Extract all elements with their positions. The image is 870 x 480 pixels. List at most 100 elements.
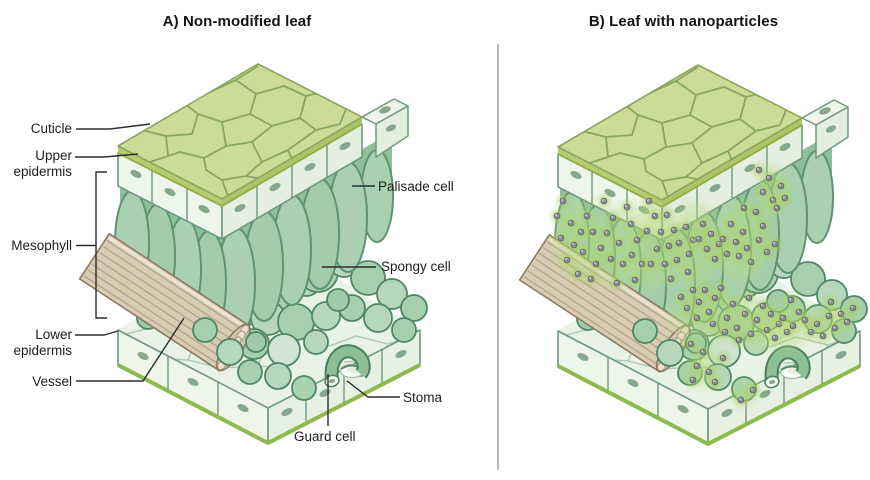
nanoparticle [696, 345, 710, 359]
nanoparticle [612, 236, 626, 250]
nanoparticle [720, 311, 734, 325]
nanoparticle [686, 283, 700, 297]
nanoparticle [730, 321, 744, 335]
nanoparticle [625, 248, 639, 262]
nanoparticle [846, 301, 860, 315]
nanoparticle [686, 373, 700, 387]
nanoparticle [556, 194, 570, 208]
nanoparticle [732, 333, 746, 347]
nanoparticle [589, 257, 603, 271]
upper-epidermis-connector [75, 153, 139, 158]
nanoparticle [798, 313, 812, 327]
nanoparticle [696, 217, 710, 231]
label-upper-epidermis: Upper epidermis [13, 148, 72, 179]
nanoparticle [550, 209, 564, 223]
nanoparticle [708, 252, 722, 266]
nanoparticle [744, 327, 758, 341]
nanoparticle [654, 225, 668, 239]
connector-lines [75, 123, 400, 426]
nanoparticle [726, 297, 740, 311]
nanoparticle [756, 299, 770, 313]
label-mesophyll: Mesophyll [11, 238, 72, 253]
nanoparticle [642, 194, 656, 208]
nanoparticle [716, 351, 730, 365]
nanoparticle [660, 208, 674, 222]
leaf-illustration-a [80, 64, 427, 443]
nanoparticle [670, 253, 684, 267]
panel-divider [497, 44, 499, 470]
nanoparticle [750, 313, 764, 327]
nanoparticle [576, 245, 590, 259]
nanoparticle [756, 219, 770, 233]
nanoparticle [738, 307, 752, 321]
nanoparticle [560, 253, 574, 267]
nanoparticle [734, 393, 748, 407]
nanoparticle [679, 220, 693, 234]
lower-epidermis-connector [75, 330, 119, 336]
nanoparticle [628, 273, 642, 287]
nanoparticle [640, 224, 654, 238]
nanoparticle [604, 252, 618, 266]
nanoparticle [804, 325, 818, 339]
nanoparticle [682, 247, 696, 261]
nanoparticle [742, 291, 756, 305]
label-spongy-cell: Spongy cell [381, 259, 451, 274]
nanoparticle [720, 247, 734, 261]
nanoparticle [586, 225, 600, 239]
nanoparticle [840, 315, 854, 329]
nanoparticle [690, 311, 704, 325]
nanoparticle [554, 231, 568, 245]
nanoparticle [658, 257, 672, 271]
nanoparticle [784, 293, 798, 307]
nanoparticle [594, 241, 608, 255]
nanoparticle [702, 305, 716, 319]
label-stoma: Stoma [403, 390, 443, 405]
nanoparticle [749, 205, 763, 219]
nanoparticle [692, 295, 706, 309]
nanoparticle [600, 226, 614, 240]
nanoparticle [810, 317, 824, 331]
nanoparticle [704, 227, 718, 241]
nanoparticle [762, 171, 776, 185]
nanoparticle [624, 217, 638, 231]
nanoparticle [718, 325, 732, 339]
nanoparticle [680, 301, 694, 315]
nanoparticle [706, 317, 720, 331]
nanoparticle [760, 245, 774, 259]
nanoparticle [674, 290, 688, 304]
nanoparticle [567, 238, 581, 252]
nanoparticle [644, 257, 658, 271]
nanoparticle [681, 265, 695, 279]
label-cuticle: Cuticle [30, 121, 72, 136]
nanoparticle [672, 236, 686, 250]
nanoparticle [597, 194, 611, 208]
nanoparticle [724, 217, 738, 231]
label-palisade-cell: Palisade cell [378, 179, 454, 194]
nanoparticle [774, 179, 788, 193]
nanoparticle [714, 281, 728, 295]
nanoparticle [716, 232, 730, 246]
nanoparticle [664, 272, 678, 286]
nanoparticle [692, 232, 706, 246]
nanoparticle [620, 200, 634, 214]
nanoparticle [822, 309, 836, 323]
nanoparticle [732, 249, 746, 263]
nanoparticle [768, 331, 782, 345]
nanoparticle [744, 255, 758, 269]
nanoparticle [708, 375, 722, 389]
nanoparticle [770, 201, 784, 215]
nanoparticle [752, 233, 766, 247]
nanoparticle [684, 337, 698, 351]
nanoparticle [736, 225, 750, 239]
cuticle-connector [76, 123, 151, 130]
label-vessel: Vessel [32, 374, 72, 389]
nanoparticle [690, 359, 704, 373]
nanoparticle [708, 291, 722, 305]
nanoparticle [700, 242, 714, 256]
nanoparticle [760, 323, 774, 337]
nanoparticle [564, 216, 578, 230]
nanoparticle [698, 283, 712, 297]
nanoparticle [702, 365, 716, 379]
nanoparticle [768, 237, 782, 251]
vessel-connector [76, 317, 185, 382]
